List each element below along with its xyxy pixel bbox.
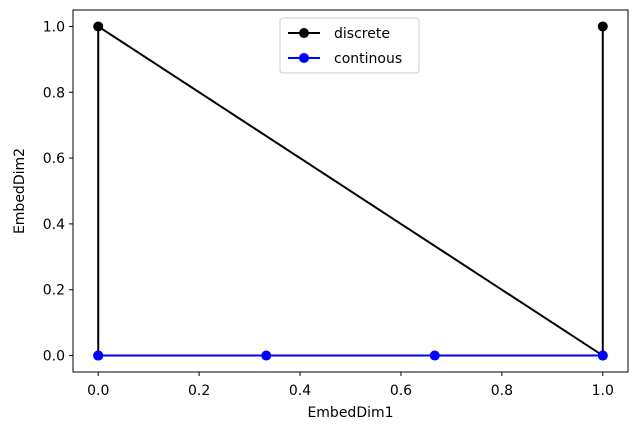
legend-swatch-marker	[299, 28, 309, 38]
continous-point	[261, 350, 272, 361]
x-tick-label: 0.6	[390, 383, 412, 399]
x-axis-label: EmbedDim1	[307, 405, 393, 421]
legend-label: discrete	[334, 26, 390, 42]
y-tick-label: 0.0	[43, 349, 65, 365]
y-tick-label: 1.0	[43, 19, 65, 35]
continous-point	[429, 350, 440, 361]
discrete-point	[93, 21, 104, 32]
continous-point	[93, 350, 104, 361]
y-tick-label: 0.4	[43, 217, 65, 233]
x-tick-label: 0.8	[491, 383, 513, 399]
legend-swatch-marker	[299, 53, 309, 63]
series-layer	[93, 21, 608, 361]
x-tick-label: 0.0	[87, 383, 109, 399]
x-tick-label: 0.4	[289, 383, 311, 399]
y-tick-label: 0.6	[43, 151, 65, 167]
discrete-line	[97, 24, 604, 358]
x-tick-label: 1.0	[592, 383, 614, 399]
y-axis-label: EmbedDim2	[12, 148, 28, 234]
y-tick-label: 0.2	[43, 283, 65, 299]
y-tick-label: 0.8	[43, 85, 65, 101]
continous-point	[597, 350, 608, 361]
plot-frame	[72, 9, 629, 373]
legend-box	[279, 17, 420, 74]
legend-label: continous	[334, 51, 402, 67]
discrete-point	[597, 21, 608, 32]
axes-layer: 0.0 0.2 0.4 0.6 0.8 1.0 0.0 0.2 0.4 0.6 0.8 1.0	[43, 19, 614, 399]
x-tick-label: 0.2	[188, 383, 210, 399]
legend: discrete continous	[279, 17, 420, 74]
